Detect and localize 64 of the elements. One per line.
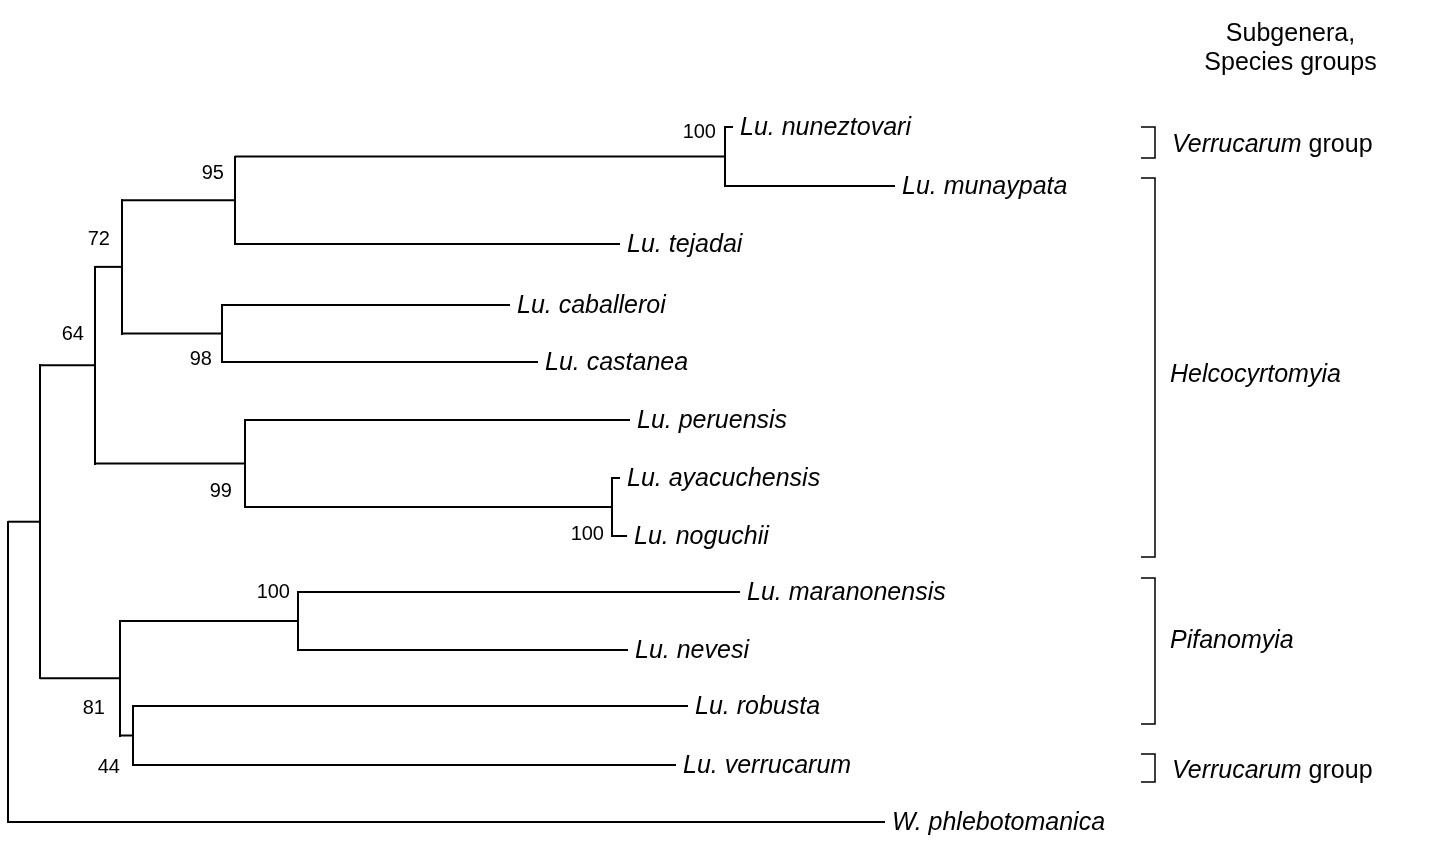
tree-branch: [94, 265, 123, 268]
tree-branch: [724, 185, 896, 187]
taxon-label: Lu. nevesi: [628, 636, 749, 664]
bootstrap-value: 44: [97, 755, 120, 777]
clade-node-line: [39, 364, 41, 680]
clade-node-line: [297, 591, 299, 651]
clade-node-line: [244, 419, 246, 508]
tree-branch: [7, 520, 41, 523]
clade-node-line: [119, 620, 121, 737]
bootstrap-value: 98: [189, 347, 212, 369]
taxon-label: Lu. caballeroi: [510, 291, 666, 319]
bootstrap-value: 95: [201, 161, 224, 183]
taxon-label: W. phlebotomanica: [885, 808, 1106, 836]
tree-branch: [611, 477, 621, 479]
taxon-label: Lu. ayacuchensis: [620, 464, 821, 492]
taxon-label: Lu. robusta: [688, 692, 821, 720]
tree-branch: [234, 243, 621, 245]
tree-branch: [244, 506, 613, 508]
group-label: Verrucarum group: [1172, 130, 1373, 158]
bootstrap-value: 100: [682, 120, 716, 142]
group-label: Pifanomyia: [1170, 626, 1294, 654]
tree-branch: [39, 364, 96, 367]
group-label: Helcocyrtomyia: [1170, 360, 1341, 388]
tree-branch: [121, 199, 236, 202]
tree-branch: [39, 677, 121, 680]
tree-branch: [7, 821, 886, 823]
tree-branch: [244, 419, 631, 421]
bootstrap-value: 99: [209, 479, 232, 501]
clade-node-line: [121, 199, 123, 335]
tree-branch: [132, 764, 677, 766]
tree-branch: [94, 462, 246, 465]
taxon-label: Lu. munaypata: [895, 172, 1068, 200]
tree-branch: [724, 126, 734, 128]
clade-node-line: [234, 155, 236, 245]
bootstrap-value: 81: [82, 696, 105, 718]
tree-branch: [234, 155, 726, 158]
tree-branch: [297, 591, 741, 593]
bootstrap-value: 100: [256, 580, 290, 602]
taxon-label: Lu. maranonensis: [740, 578, 946, 606]
taxon-label: Lu. peruensis: [630, 406, 788, 434]
clade-node-line: [221, 304, 223, 363]
tree-branch: [132, 705, 689, 707]
tree-branch: [119, 620, 299, 622]
tree-branch: [297, 649, 629, 651]
clade-node-line: [7, 520, 9, 823]
tree-branch: [119, 734, 134, 737]
clade-node-line: [611, 477, 613, 537]
bootstrap-value: 100: [570, 522, 604, 544]
tree-branch: [121, 332, 223, 335]
taxon-label: Lu. verrucarum: [676, 751, 852, 779]
taxon-label: Lu. castanea: [538, 348, 689, 376]
clade-node-line: [724, 126, 726, 187]
taxon-label: Lu. nuneztovari: [733, 113, 911, 141]
taxon-label: Lu. noguchii: [627, 522, 769, 550]
tree-branch: [221, 361, 539, 363]
clade-node-line: [94, 265, 96, 465]
tree-branch: [221, 304, 511, 306]
bootstrap-value: 64: [61, 322, 84, 344]
tree-branch: [611, 535, 628, 537]
clade-node-line: [132, 705, 134, 766]
column-heading: Subgenera, Species groups: [1203, 18, 1378, 76]
group-label: Verrucarum group: [1172, 756, 1373, 784]
bootstrap-value: 72: [87, 227, 110, 249]
taxon-label: Lu. tejadai: [620, 230, 743, 258]
